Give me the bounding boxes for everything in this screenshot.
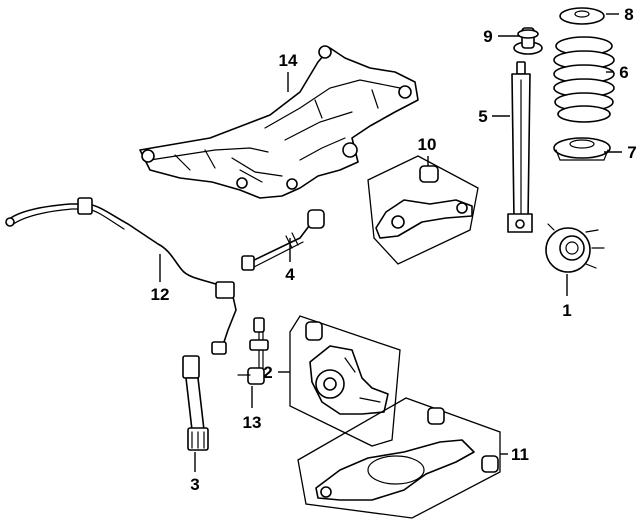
callout-5: 5	[478, 107, 487, 126]
callout-13: 13	[243, 413, 262, 432]
callout-12: 12	[151, 285, 170, 304]
part-hub-bearing[interactable]	[545, 223, 605, 273]
callout-11: 11	[511, 445, 529, 464]
callout-7: 7	[627, 143, 636, 162]
leader-lines	[159, 13, 622, 472]
part-shock-mount[interactable]	[513, 27, 543, 55]
callout-labels: 1 2 3 4 5 6 7 8 9 10 11 12 13 14	[151, 5, 637, 494]
part-spring-insulator-upper[interactable]	[559, 7, 605, 25]
part-coil-spring[interactable]	[553, 36, 615, 123]
part-stabilizer-link[interactable]	[241, 209, 325, 271]
part-stabilizer-bar[interactable]	[5, 197, 237, 355]
part-spring-insulator-lower[interactable]	[553, 137, 611, 161]
part-trailing-arm[interactable]	[182, 355, 209, 451]
part-upper-control-arm[interactable]	[367, 155, 479, 265]
callout-6: 6	[619, 63, 628, 82]
callout-14: 14	[279, 51, 298, 70]
part-stabilizer-link-vertical[interactable]	[237, 317, 269, 385]
part-knuckle[interactable]	[289, 315, 401, 447]
callout-1: 1	[562, 301, 571, 320]
callout-3: 3	[190, 475, 199, 494]
callout-8: 8	[624, 5, 633, 24]
part-lower-control-arm[interactable]	[297, 397, 501, 519]
callout-9: 9	[483, 27, 492, 46]
callout-10: 10	[418, 135, 437, 154]
part-crossmember-subframe[interactable]	[139, 45, 419, 199]
callout-2: 2	[263, 363, 272, 382]
callout-4: 4	[285, 265, 295, 284]
part-shock-absorber[interactable]	[507, 61, 533, 233]
